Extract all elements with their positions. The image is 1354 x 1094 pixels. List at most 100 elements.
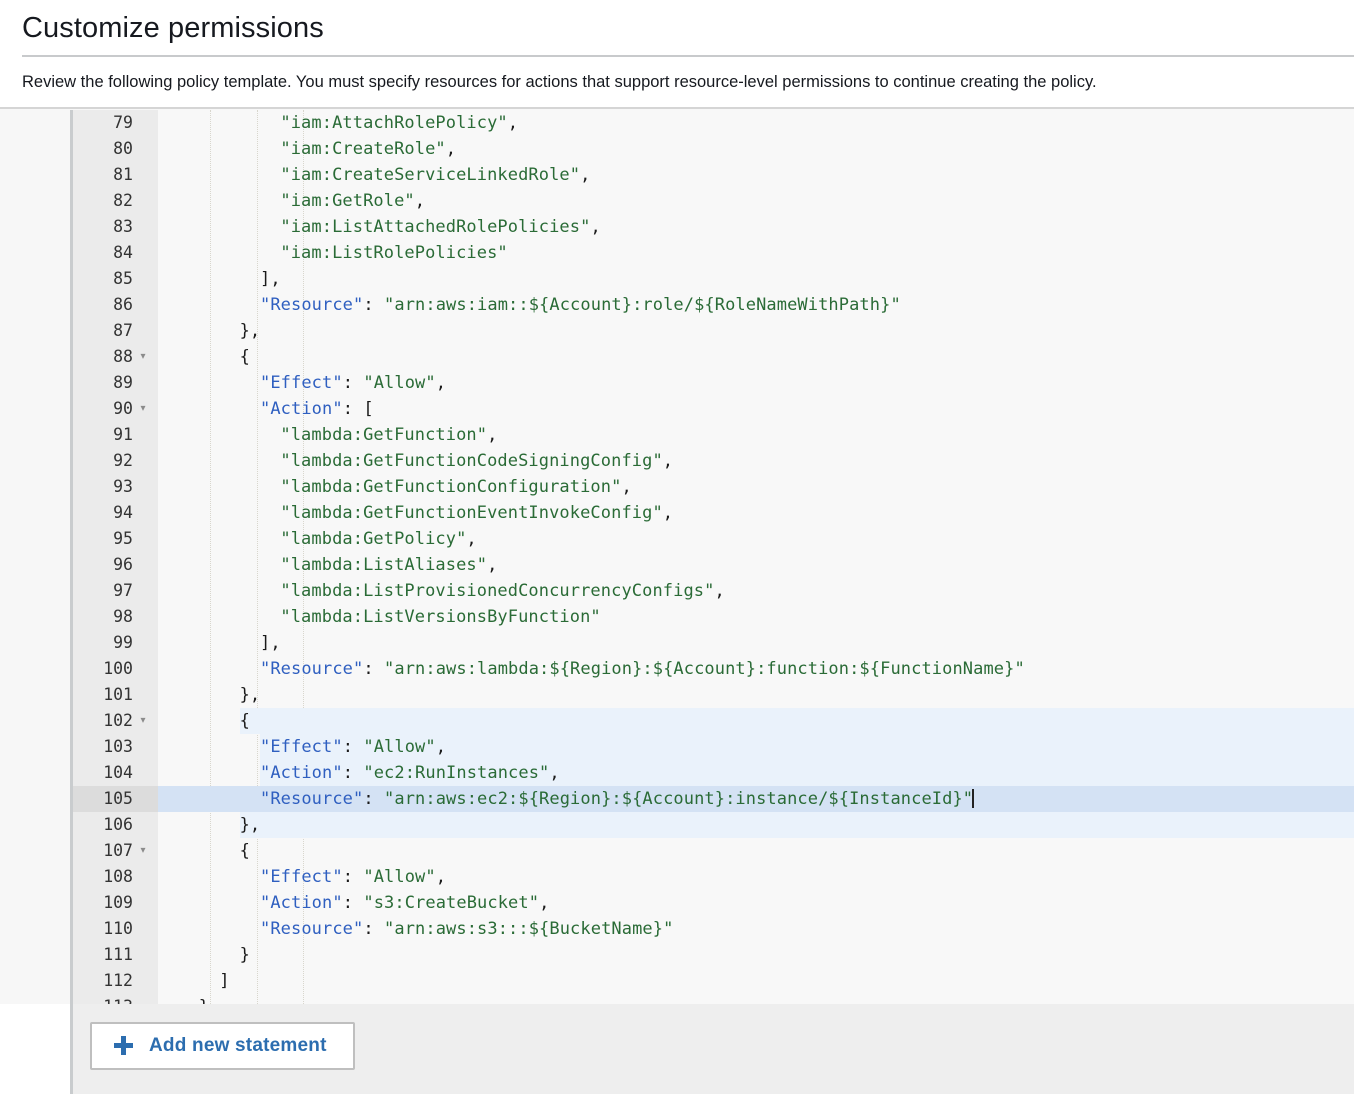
code-line[interactable]: 103"Effect": "Allow",: [73, 733, 1354, 760]
code-token: "lambda:ListVersionsByFunction": [280, 606, 601, 627]
policy-editor[interactable]: 79"iam:AttachRolePolicy",80"iam:CreateRo…: [0, 108, 1354, 1004]
code-token: "arn:aws:lambda:${Region}:${Account}:fun…: [384, 658, 1025, 679]
code-text: "lambda:ListAliases",: [280, 552, 497, 578]
code-token: {: [239, 710, 250, 731]
code-line[interactable]: 104"Action": "ec2:RunInstances",: [73, 759, 1354, 786]
code-token: }: [199, 997, 209, 1004]
code-line[interactable]: 90▾"Action": [: [73, 396, 1354, 422]
selection-highlight: [260, 733, 1354, 760]
line-number: 107: [103, 840, 133, 860]
line-number: 108: [103, 866, 133, 886]
code-token: :: [363, 658, 385, 679]
code-token: ,: [487, 554, 498, 575]
code-line[interactable]: 83 "iam:ListAttachedRolePolicies",: [73, 214, 1354, 240]
fold-toggle-icon[interactable]: ▾: [140, 402, 146, 414]
fold-toggle-icon[interactable]: ▾: [140, 844, 146, 856]
code-token: :: [363, 918, 385, 939]
code-token: "lambda:ListAliases": [280, 554, 488, 575]
code-line[interactable]: 96"lambda:ListAliases",: [73, 552, 1354, 578]
selection-highlight: [239, 811, 1354, 838]
code-line[interactable]: 100 "Resource": "arn:aws:lambda:${Region}…: [73, 656, 1354, 682]
code-text: "iam:ListAttachedRolePolicies",: [280, 214, 600, 240]
code-token: ,: [445, 138, 457, 159]
code-line[interactable]: 93"lambda:GetFunctionConfiguration",: [73, 474, 1354, 500]
code-token: "arn:aws:iam::${Account}:role/${RoleName…: [384, 294, 901, 315]
editor-panel[interactable]: 79"iam:AttachRolePolicy",80"iam:CreateRo…: [70, 109, 1354, 1004]
code-line[interactable]: 92"lambda:GetFunctionCodeSigningConfig",: [73, 448, 1354, 474]
code-line[interactable]: 106},: [73, 811, 1354, 838]
code-line-list[interactable]: 79"iam:AttachRolePolicy",80"iam:CreateRo…: [73, 110, 1354, 1004]
line-number: 83: [113, 216, 133, 236]
code-line[interactable]: 85],: [73, 266, 1354, 292]
line-number: 113: [73, 994, 133, 1004]
code-token: {: [239, 346, 250, 367]
code-line[interactable]: 99],: [73, 630, 1354, 656]
code-line[interactable]: 107▾{: [73, 838, 1354, 864]
code-text: ]: [219, 968, 229, 994]
line-number: 100: [103, 658, 133, 678]
code-line[interactable]: 84"iam:ListRolePolicies": [73, 240, 1354, 266]
fold-toggle-icon[interactable]: ▾: [140, 350, 146, 362]
code-token: "lambda:GetFunctionEventInvokeConfig": [280, 502, 663, 523]
code-text: {: [240, 344, 250, 370]
code-text: "iam:CreateRole",: [280, 136, 456, 162]
line-number: 109: [103, 892, 133, 912]
code-text: "iam:ListRolePolicies": [280, 240, 507, 266]
code-token: "Effect": [260, 372, 343, 393]
code-token: "Resource": [260, 788, 364, 809]
line-number: 99: [113, 632, 133, 652]
code-text: "iam:CreateServiceLinkedRole",: [280, 162, 590, 188]
code-text: "lambda:GetFunction",: [280, 422, 497, 448]
code-line[interactable]: 82"iam:GetRole",: [73, 188, 1354, 214]
code-line[interactable]: 109"Action": "s3:CreateBucket",: [73, 890, 1354, 916]
code-line[interactable]: 94"lambda:GetFunctionEventInvokeConfig",: [73, 500, 1354, 526]
code-token: : [: [342, 398, 374, 419]
code-token: ,: [590, 216, 601, 237]
code-text: "Resource": "arn:aws:lambda:${Region}:${…: [260, 656, 1025, 682]
add-new-statement-button[interactable]: Add new statement: [90, 1021, 355, 1070]
code-token: ,: [621, 476, 632, 497]
code-line[interactable]: 86"Resource": "arn:aws:iam::${Account}:r…: [73, 292, 1354, 318]
code-token: ],: [260, 632, 281, 653]
code-line[interactable]: 113}: [73, 994, 1354, 1004]
code-token: "iam:CreateServiceLinkedRole": [280, 164, 581, 185]
line-number: 94: [113, 502, 133, 522]
code-line[interactable]: 79"iam:AttachRolePolicy",: [73, 110, 1354, 136]
code-text: ],: [260, 266, 281, 292]
indent-guide: [257, 109, 259, 1004]
code-line[interactable]: 97"lambda:ListProvisionedConcurrencyConf…: [73, 578, 1354, 604]
code-text: }: [240, 942, 250, 968]
code-token: ],: [260, 268, 281, 289]
code-line[interactable]: 95"lambda:GetPolicy",: [73, 526, 1354, 552]
fold-toggle-icon[interactable]: ▾: [140, 714, 146, 726]
code-line[interactable]: 108"Effect": "Allow",: [73, 864, 1354, 890]
line-number: 91: [113, 424, 133, 444]
code-line[interactable]: 111}: [73, 942, 1354, 968]
code-line[interactable]: 98"lambda:ListVersionsByFunction": [73, 604, 1354, 630]
code-text: "iam:AttachRolePolicy",: [280, 110, 518, 136]
line-number: 110: [103, 918, 133, 938]
indent-guide: [210, 109, 212, 1004]
code-line[interactable]: 105"Resource": "arn:aws:ec2:${Region}:${…: [73, 785, 1354, 812]
line-number: 112: [103, 970, 133, 990]
line-number: 102: [103, 710, 133, 730]
line-number: 105: [103, 788, 133, 808]
code-token: ,: [507, 112, 519, 133]
code-token: :: [342, 866, 364, 887]
code-text: "Resource": "arn:aws:s3:::${BucketName}": [260, 916, 673, 942]
code-line[interactable]: 110 "Resource": "arn:aws:s3:::${BucketNam…: [73, 916, 1354, 942]
code-line[interactable]: 89"Effect": "Allow",: [73, 370, 1354, 396]
code-line[interactable]: 101},: [73, 682, 1354, 708]
code-token: "Effect": [260, 866, 343, 887]
code-line[interactable]: 81"iam:CreateServiceLinkedRole",: [73, 162, 1354, 188]
line-number: 89: [113, 372, 133, 392]
code-line[interactable]: 80"iam:CreateRole",: [73, 136, 1354, 162]
code-line[interactable]: 88▾{: [73, 344, 1354, 370]
code-token: :: [363, 294, 385, 315]
code-line[interactable]: 91 "lambda:GetFunction",: [73, 422, 1354, 448]
code-line[interactable]: 102 ▾ {: [73, 707, 1354, 734]
code-line[interactable]: 87},: [73, 318, 1354, 344]
code-text: "Action": "ec2:RunInstances",: [260, 760, 560, 786]
line-number: 106: [103, 814, 133, 834]
code-line[interactable]: 112]: [73, 968, 1354, 994]
